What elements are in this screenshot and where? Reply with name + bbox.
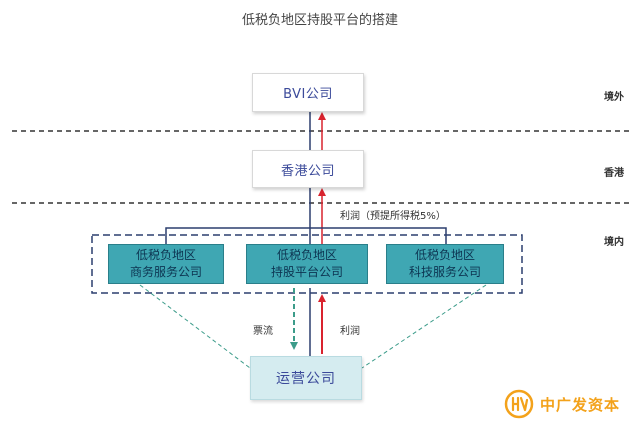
flow-label-profit-withholding: 利润（预提所得税5%）	[340, 211, 446, 222]
node-holding-platform: 低税负地区 持股平台公司	[246, 244, 368, 284]
flow-label-invoice: 票流	[253, 326, 273, 337]
region-label-hongkong: 香港	[604, 168, 624, 179]
node-operating-company: 运营公司	[250, 356, 362, 400]
node-service-line1: 低税负地区	[135, 248, 196, 262]
brand-logo: 中广发资本	[504, 388, 620, 420]
node-bvi-company: BVI公司	[252, 73, 364, 112]
brand-emblem-icon	[504, 389, 534, 419]
diagonal-right	[361, 284, 487, 369]
region-label-overseas: 境外	[604, 92, 624, 103]
node-service-company: 低税负地区 商务服务公司	[108, 244, 224, 284]
node-service-line2: 商务服务公司	[129, 265, 202, 279]
domestic-frame	[91, 234, 523, 294]
diagram-title: 低税负地区持股平台的搭建	[241, 13, 398, 28]
diagonal-left	[139, 284, 251, 369]
brand-logo-text: 中广发资本	[540, 395, 621, 414]
node-holding-line1: 低税负地区	[276, 248, 337, 262]
node-tech-line2: 科技服务公司	[408, 265, 481, 279]
platform-bracket	[165, 227, 447, 244]
region-label-domestic: 境内	[604, 237, 624, 248]
node-hk-company: 香港公司	[252, 150, 364, 188]
flow-label-profit: 利润	[340, 326, 360, 337]
node-holding-line2: 持股平台公司	[270, 265, 343, 279]
node-tech-company: 低税负地区 科技服务公司	[386, 244, 504, 284]
node-tech-line1: 低税负地区	[414, 248, 475, 262]
